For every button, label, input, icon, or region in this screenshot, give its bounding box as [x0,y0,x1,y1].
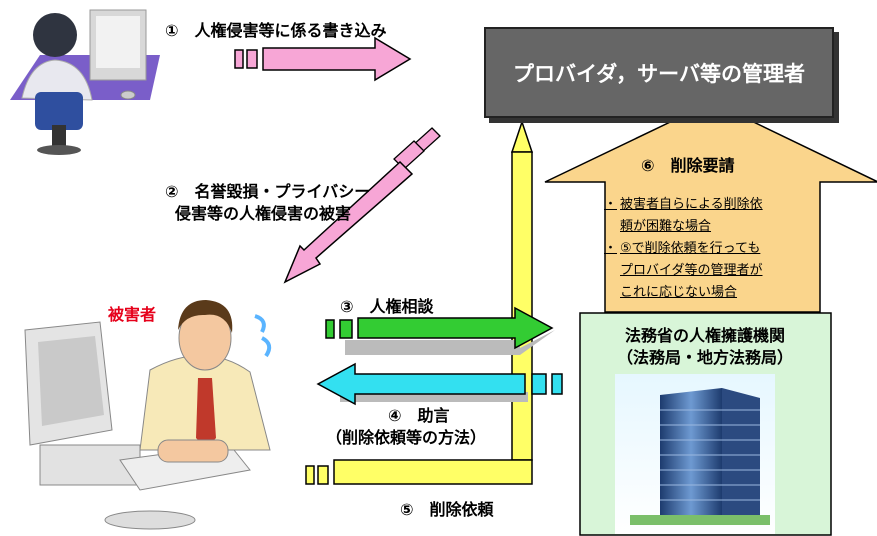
arrow-3-green [325,306,555,355]
condition-2-line2: プロバイダ等の管理者が [620,263,763,278]
step-4-label-line2: （削除依頼等の方法） [326,428,487,447]
org-label-line2: （法務局・地方法務局） [616,348,793,367]
arrow-4-cyan [316,362,563,406]
poster-at-computer-icon [10,9,160,155]
arrow-2-pink [283,127,441,284]
victim-at-computer-icon [24,300,272,530]
step-2-label-line2: 侵害等の人権侵害の被害 [175,204,352,223]
bullet-2: ・ [604,241,618,256]
condition-2-line1: ・⑤で削除依頼を行っても [604,237,760,256]
step-5-label: ⑤ 削除依頼 [400,500,494,519]
bullet-1: ・ [604,197,618,212]
org-box [579,312,832,536]
step-4-label-line1: ④ 助言 [388,406,450,425]
step-2-label-line1: ② 名誉毀損・プライバシー [165,182,371,201]
step-6-label: ⑥ 削除要請 [641,156,735,175]
office-building-icon [630,388,770,525]
victim-label: 被害者 [108,305,157,324]
condition-1-line1: ・被害者自らによる削除依 [604,193,763,212]
provider-box: プロバイダ，サーバ等の管理者 [484,27,834,118]
arrow-1-pink [234,36,412,82]
provider-label: プロバイダ，サーバ等の管理者 [513,61,805,86]
request-arrow-6 [544,101,877,313]
condition-2-line3: これに応じない場合 [620,285,738,300]
step-1-label: ① 人権侵害等に係る書き込み [165,21,387,40]
org-label-line1: 法務省の人権擁護機関 [624,326,785,345]
condition-1-line2: 頼が困難な場合 [620,219,712,234]
org-label: 法務省の人権擁護機関 （法務局・地方法務局） [585,325,825,369]
step-3-label: ③ 人権相談 [340,297,434,316]
